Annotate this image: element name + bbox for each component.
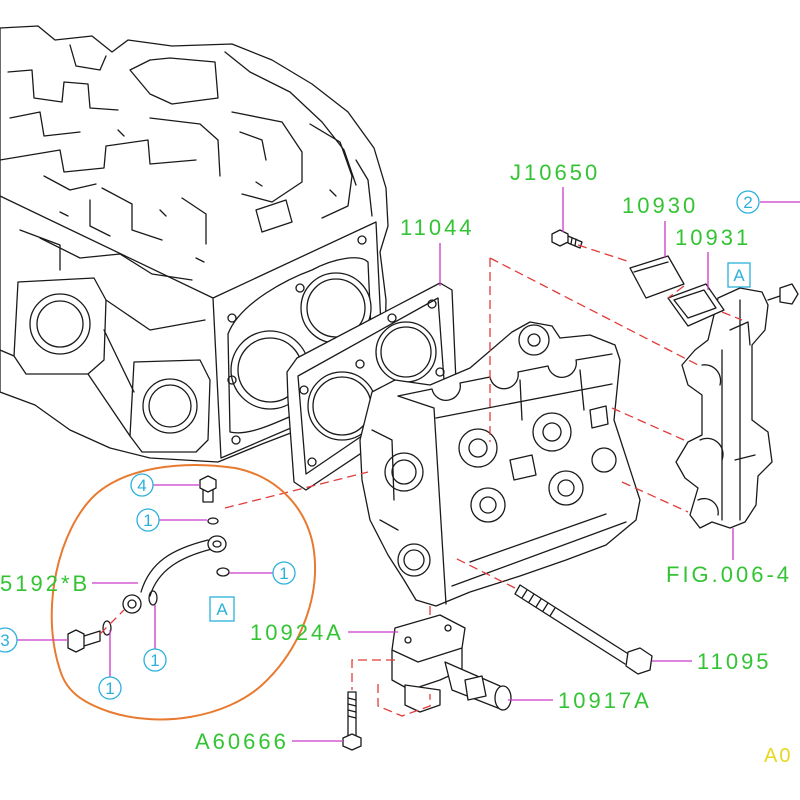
callout-1-upper-text: 1 [143, 511, 152, 530]
label-a60666: A60666 [195, 729, 289, 754]
label-j10650: J10650 [510, 160, 600, 185]
label-10924a: 10924A [250, 620, 344, 645]
cover-plate [629, 255, 685, 299]
banjo-bolt [199, 475, 217, 493]
reference-mark-a-pipe-text: A [216, 600, 228, 619]
assembly-lines [99, 244, 743, 717]
callout-1-right-text: 1 [279, 564, 288, 583]
label-5192b: 5192*B [0, 571, 90, 596]
callout-4: 4 [130, 473, 154, 497]
long-bolt [514, 584, 653, 675]
washer [207, 517, 219, 525]
callout-1-right: 1 [272, 561, 296, 585]
image-code: A0 [764, 745, 792, 767]
camshaft-support [675, 283, 799, 529]
label-11095: 11095 [697, 649, 772, 674]
oil-pipe [140, 539, 213, 597]
callout-4-text: 4 [137, 476, 146, 495]
washer [102, 620, 112, 636]
callout-1-lower-mid-text: 1 [150, 651, 159, 670]
callout-3: 3 [0, 627, 18, 653]
callout-1-lower-mid: 1 [143, 648, 167, 672]
leader-lines [17, 187, 800, 742]
reference-mark-a-upper-text: A [733, 266, 745, 285]
label-fig-ref: FIG.006-4 [666, 562, 792, 587]
callout-2: 2 [736, 190, 760, 214]
label-10917a: 10917A [558, 688, 652, 713]
oil-pipe-group [67, 475, 230, 653]
callout-3-text: 3 [0, 631, 9, 650]
highlight-circle [50, 464, 317, 721]
washer [216, 567, 230, 577]
pin-bolt [779, 283, 799, 305]
label-11044: 11044 [400, 215, 475, 240]
callout-1-upper: 1 [136, 508, 160, 532]
label-10931: 10931 [675, 225, 751, 250]
cover-gasket [667, 283, 725, 327]
cylinder-head [359, 321, 641, 607]
vertical-bolt [342, 691, 362, 751]
small-bolt [551, 229, 583, 249]
union-bolt [67, 629, 85, 653]
reference-mark-a-pipe: A [209, 596, 235, 622]
reference-mark-a-upper: A [727, 262, 751, 288]
label-10930: 10930 [622, 193, 698, 218]
callout-2-text: 2 [743, 193, 752, 212]
callout-1-lower-left: 1 [98, 676, 122, 700]
washer [148, 590, 158, 606]
control-valve-assembly [391, 614, 512, 713]
callout-1-lower-left-text: 1 [105, 679, 114, 698]
